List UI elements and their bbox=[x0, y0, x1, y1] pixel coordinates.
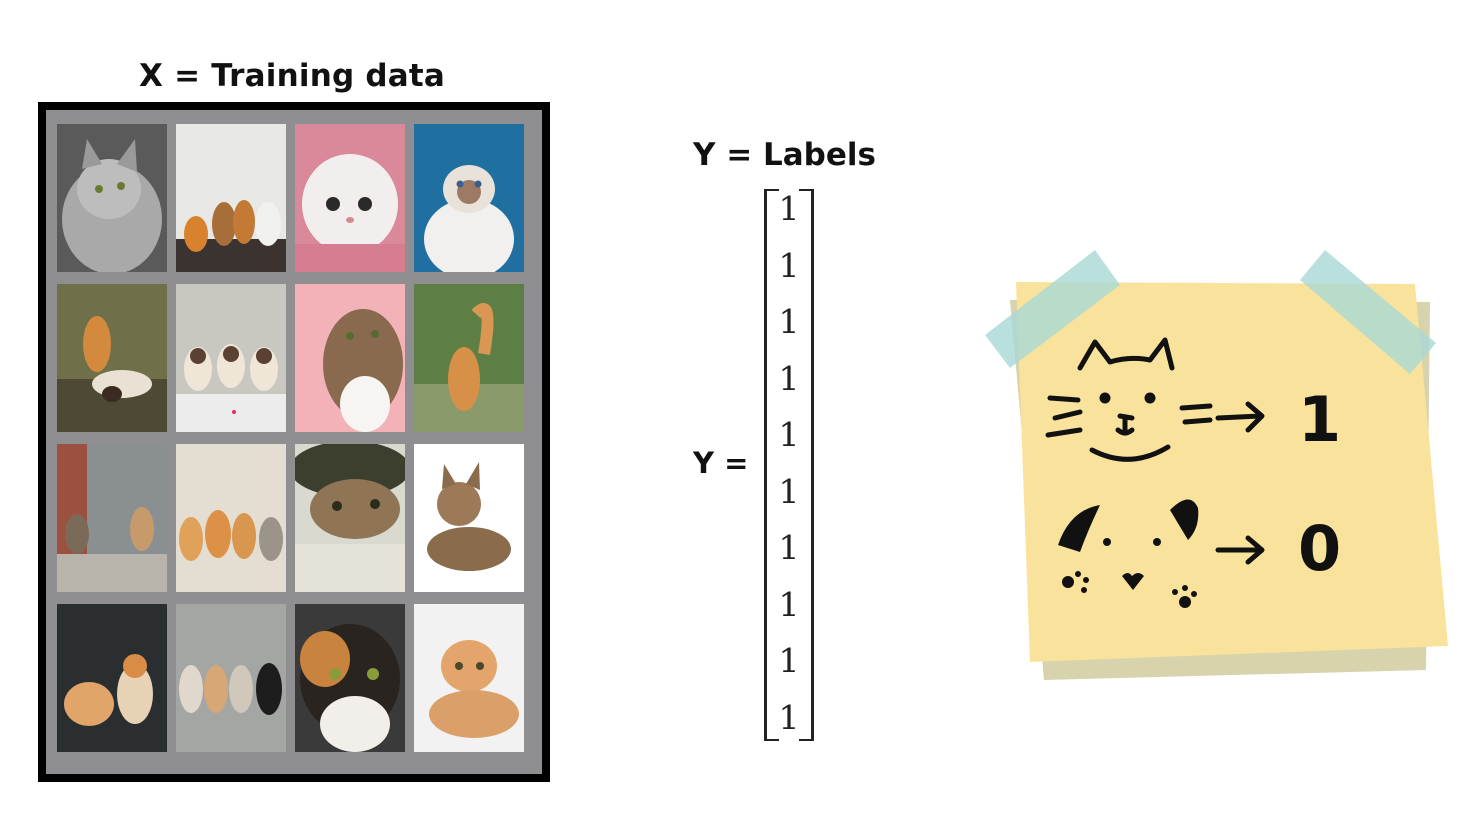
label-vector-entry: 1 bbox=[778, 528, 800, 567]
training-data-grid bbox=[38, 102, 550, 782]
label-vector: 1 1 1 1 1 1 1 1 1 1 bbox=[764, 189, 814, 741]
cat-photo bbox=[414, 604, 524, 752]
cat-photo bbox=[295, 604, 405, 752]
cat-photo bbox=[176, 124, 286, 272]
sticky-note-paper bbox=[1016, 282, 1448, 662]
cat-photo bbox=[295, 444, 405, 592]
labels-equation-prefix: Y = bbox=[693, 446, 749, 480]
not-cat-label-value: 0 bbox=[1298, 512, 1342, 585]
label-vector-entry: 1 bbox=[778, 302, 800, 341]
training-title: X = Training data bbox=[138, 58, 446, 94]
label-vector-entry: 1 bbox=[778, 415, 800, 454]
label-vector-entries: 1 1 1 1 1 1 1 1 1 1 bbox=[776, 189, 802, 754]
tape-right-icon bbox=[1300, 250, 1436, 374]
arrow-icon bbox=[1215, 535, 1265, 565]
dog-face-icon bbox=[1058, 499, 1199, 608]
cat-photo bbox=[295, 124, 405, 272]
label-vector-entry: 1 bbox=[778, 189, 800, 228]
sticky-note bbox=[960, 240, 1480, 700]
cat-photo bbox=[57, 284, 167, 432]
cat-face-icon bbox=[1045, 337, 1265, 462]
right-bracket bbox=[799, 189, 814, 741]
cat-photo bbox=[176, 284, 286, 432]
cat-photo bbox=[176, 604, 286, 752]
tape-left-icon bbox=[985, 250, 1120, 368]
cat-photo bbox=[57, 444, 167, 592]
cat-label-value: 1 bbox=[1298, 383, 1342, 456]
labels-title: Y = Labels bbox=[693, 137, 876, 173]
cat-photo bbox=[414, 444, 524, 592]
cat-photo bbox=[57, 604, 167, 752]
left-bracket bbox=[764, 189, 779, 741]
label-vector-entry: 1 bbox=[778, 584, 800, 624]
cat-photo bbox=[414, 284, 524, 432]
cat-photo bbox=[57, 124, 167, 272]
cat-photo bbox=[295, 284, 405, 432]
label-vector-entry: 1 bbox=[778, 471, 800, 511]
cat-photo bbox=[176, 444, 286, 592]
label-vector-entry: 1 bbox=[778, 641, 800, 680]
label-vector-entry: 1 bbox=[778, 697, 800, 737]
label-vector-entry: 1 bbox=[778, 245, 800, 285]
cat-photo bbox=[414, 124, 524, 272]
label-vector-entry: 1 bbox=[778, 358, 800, 398]
